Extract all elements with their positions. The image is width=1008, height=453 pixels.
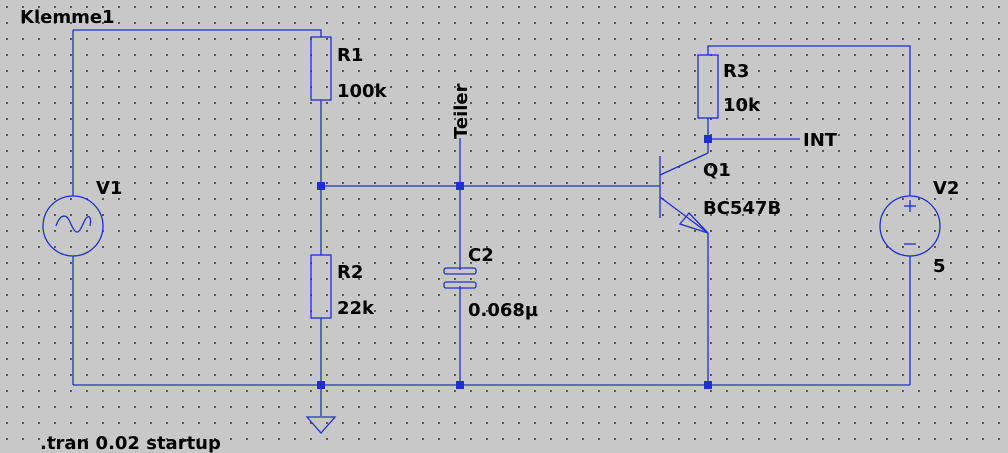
- wire-top-left[interactable]: [73, 29, 322, 37]
- r2-body[interactable]: [310, 254, 332, 319]
- v2-name-label: V2: [933, 178, 959, 199]
- net-label-int[interactable]: INT: [803, 130, 838, 151]
- capacitor-c2[interactable]: C2 0.068µ: [443, 245, 538, 321]
- q1-value-label: BC547B: [703, 198, 781, 219]
- net-label-klemme1[interactable]: Klemme1: [20, 7, 115, 28]
- spice-directive[interactable]: .tran 0.02 startup: [40, 433, 221, 453]
- c2-value-label: 0.068µ: [468, 300, 538, 321]
- sine-source-icon[interactable]: [42, 195, 104, 257]
- net-label-teiler[interactable]: Teiler: [451, 83, 472, 139]
- voltage-source-v1[interactable]: V1: [42, 178, 122, 257]
- v1-name-label: V1: [96, 178, 122, 199]
- v2-value-label: 5: [933, 256, 946, 277]
- junction-emitter-gnd-node: [704, 381, 712, 389]
- r3-body[interactable]: [697, 54, 719, 119]
- junction-collector-node: [704, 135, 712, 143]
- c2-plate-top[interactable]: [443, 267, 477, 275]
- sine-wave-glyph: [55, 215, 92, 233]
- r1-name-label: R1: [337, 45, 363, 66]
- dc-voltage-source-icon[interactable]: [879, 195, 941, 257]
- q1-name-label: Q1: [703, 160, 731, 181]
- junctions: [317, 135, 712, 389]
- wire-r3-top[interactable]: [707, 45, 911, 196]
- c2-plate-bottom[interactable]: [443, 281, 477, 289]
- junction-teiler-node: [456, 182, 464, 190]
- resistor-r3[interactable]: R3 10k: [697, 54, 761, 119]
- r2-value-label: 22k: [337, 298, 375, 319]
- resistor-r2[interactable]: R2 22k: [310, 254, 375, 319]
- transistor-q1[interactable]: Q1 BC547B: [659, 152, 781, 234]
- junction-c2-gnd-node: [456, 381, 464, 389]
- voltage-source-v2[interactable]: V2 5: [879, 178, 959, 277]
- wires: [72, 29, 911, 416]
- resistor-r1[interactable]: R1 100k: [310, 36, 388, 102]
- c2-name-label: C2: [468, 245, 494, 266]
- ground-icon[interactable]: [305, 416, 337, 434]
- r1-body[interactable]: [310, 36, 332, 101]
- q1-emitter-leg: [659, 196, 709, 234]
- junction-base-node: [317, 182, 325, 190]
- q1-emitter-arrow: [678, 212, 709, 234]
- q1-collector-leg: [659, 152, 709, 176]
- junction-gnd-node: [317, 381, 325, 389]
- r3-value-label: 10k: [723, 95, 761, 116]
- r1-value-label: 100k: [337, 81, 388, 102]
- r2-name-label: R2: [337, 262, 363, 283]
- r3-name-label: R3: [723, 61, 749, 82]
